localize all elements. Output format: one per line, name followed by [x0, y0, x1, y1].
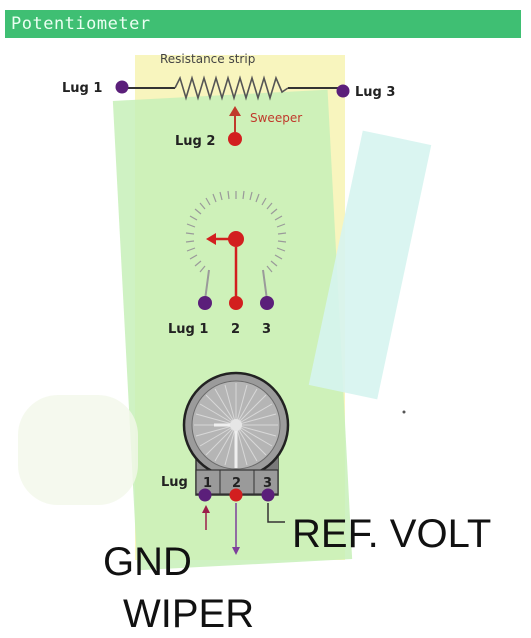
wiper-pointer-icon — [206, 233, 216, 245]
rotary-track-ticks — [185, 190, 287, 273]
pot-knob-center — [230, 419, 242, 431]
rotary-track-group: Lug 1 2 3 — [168, 190, 287, 337]
lug3-label: Lug 3 — [355, 85, 395, 100]
rotary-lug2-terminal — [229, 296, 243, 310]
rotary-lug2-label: 2 — [231, 322, 240, 337]
rotary-lug3-terminal — [260, 296, 274, 310]
stray-speck — [402, 410, 406, 414]
pot-lug1-number: 1 — [203, 476, 212, 491]
pot-lug3-number: 3 — [263, 476, 272, 491]
lug2-terminal — [228, 132, 242, 146]
sweeper-arrow-icon — [229, 106, 241, 116]
lug1-label: Lug 1 — [62, 81, 102, 96]
rotary-lug3-label: 3 — [262, 322, 271, 337]
resistance-strip-label: Resistance strip — [160, 52, 255, 66]
lug3-lead — [262, 269, 268, 301]
wiper-pivot — [228, 231, 244, 247]
rotary-lug1-terminal — [198, 296, 212, 310]
pot-face-ticks — [194, 383, 278, 467]
ref-volt-leader — [267, 503, 285, 523]
pot-lug1-terminal — [198, 488, 212, 502]
sweeper-label: Sweeper — [250, 111, 302, 125]
resistor-zigzag — [174, 75, 289, 101]
schematic-strip-group: Resistance strip Lug 1 Lug 3 Lug 2 Sweep… — [62, 52, 395, 149]
lug1-lead — [204, 269, 210, 301]
background-haze — [18, 395, 138, 505]
pot-lug-label: Lug — [161, 475, 188, 490]
wiper-label: WIPER — [123, 592, 255, 636]
rotary-lug1-label: Lug 1 — [168, 322, 208, 337]
lug2-label: Lug 2 — [175, 134, 215, 149]
page-title: Potentiometer — [5, 10, 521, 38]
wiper-arrow-icon — [232, 547, 240, 555]
pot-lug2-terminal — [229, 488, 243, 502]
physical-pot-group: Lug 1 2 3 — [161, 371, 406, 555]
lug3-terminal — [336, 84, 350, 98]
ref-volt-label: REF. VOLT — [292, 512, 492, 556]
lug1-terminal — [115, 80, 129, 94]
pot-lug3-terminal — [261, 488, 275, 502]
gnd-label: GND — [103, 540, 192, 584]
gnd-arrow-icon — [202, 505, 210, 513]
pot-lug2-number: 2 — [232, 476, 241, 491]
